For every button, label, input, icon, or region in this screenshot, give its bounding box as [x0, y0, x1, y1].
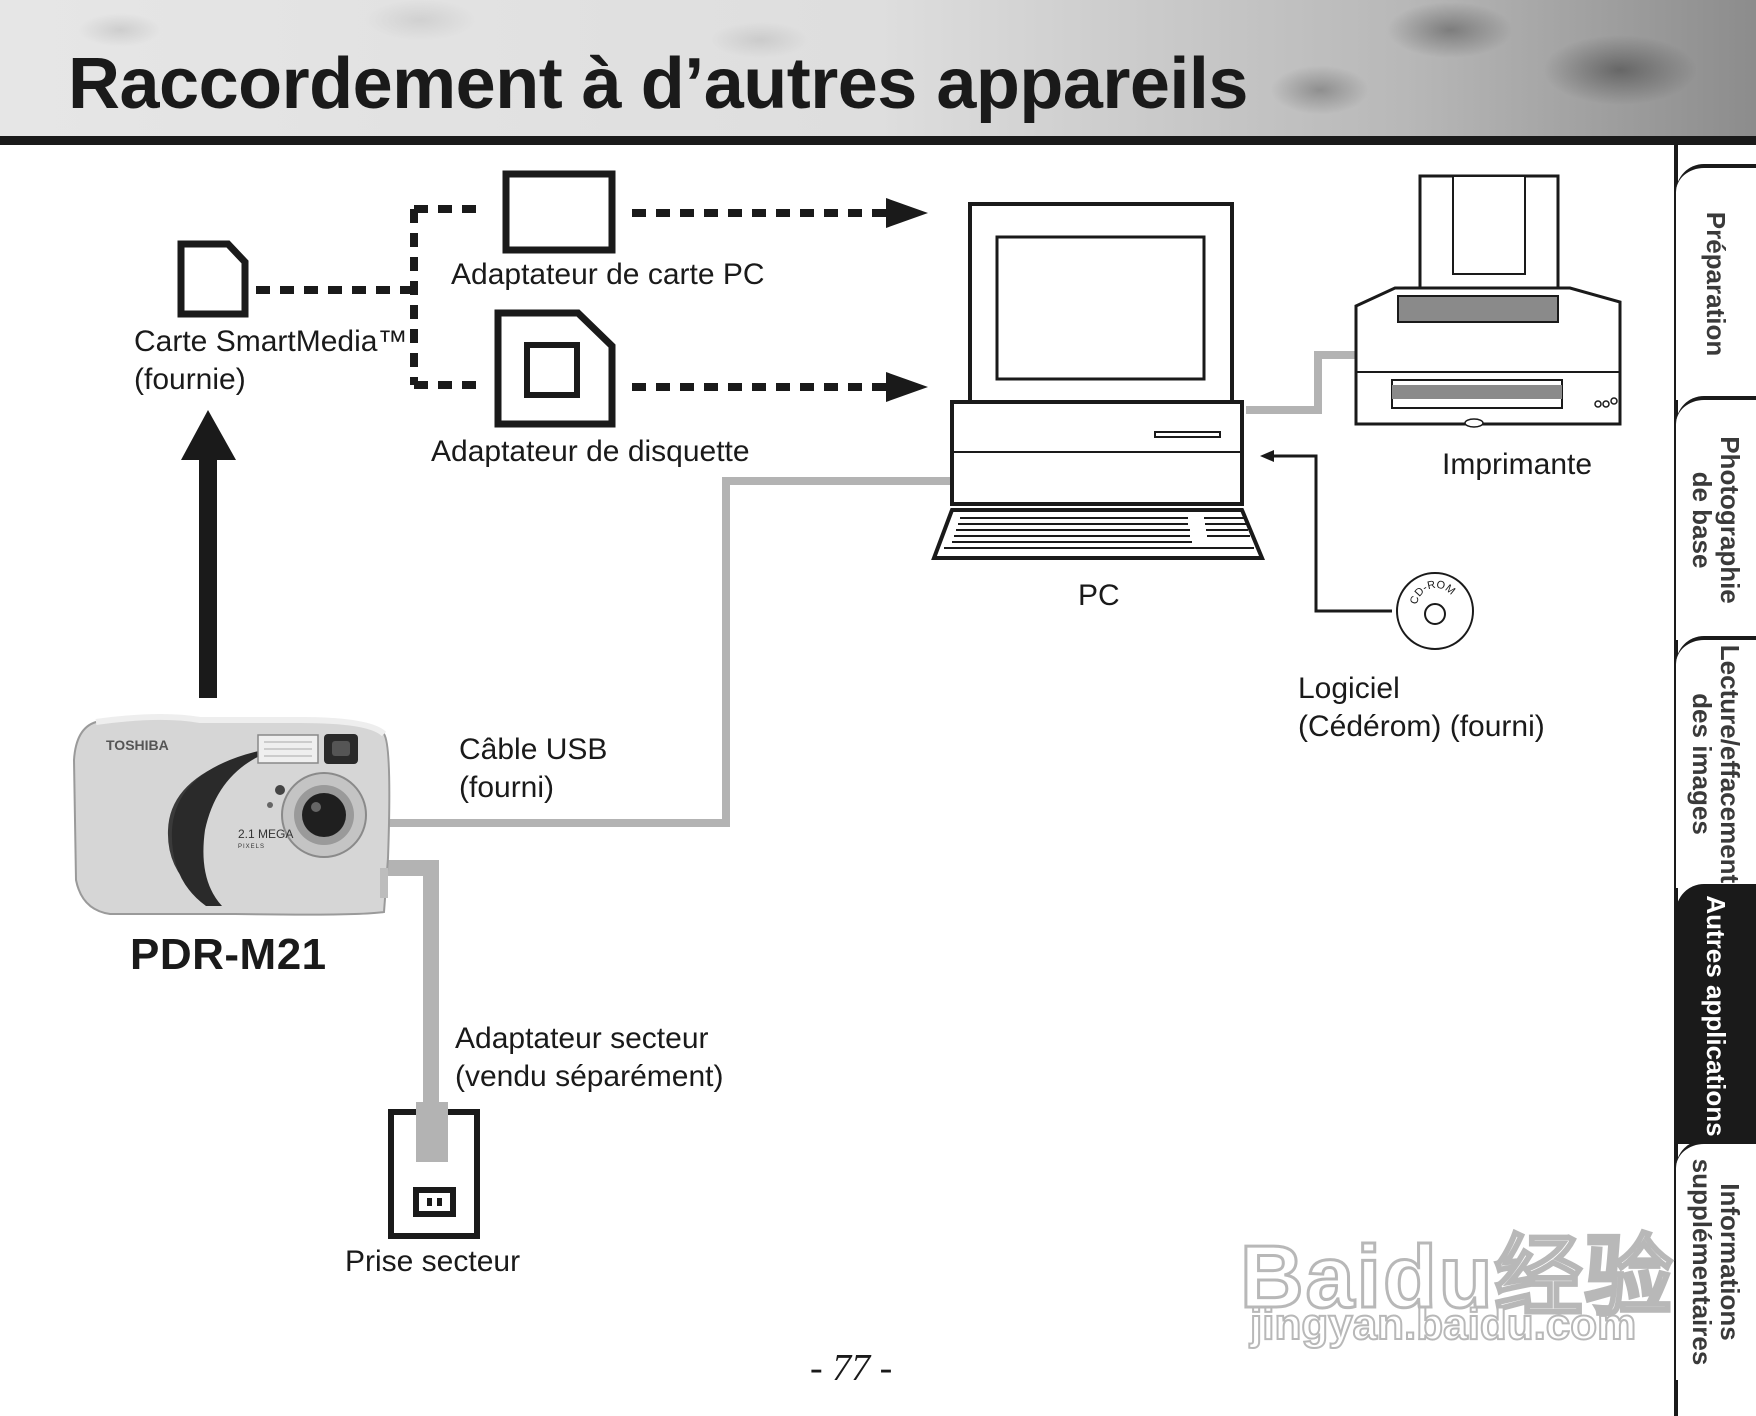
ac-adapter-label: Adaptateur secteur (vendu séparément)	[455, 1020, 723, 1096]
watermark-main: Baidu经验	[1238, 1226, 1675, 1328]
tab-lecture-line2: des images	[1687, 693, 1717, 835]
tab-informations-line2: supplémentaires	[1687, 1158, 1717, 1366]
page-title: Raccordement à d’autres appareils	[68, 44, 1248, 124]
tab-lecture-label: Lecture/effacement des images	[1687, 644, 1745, 884]
tab-informations-label: Informations supplémentaires	[1687, 1158, 1745, 1366]
software-label: Logiciel (Cédérom) (fourni)	[1298, 670, 1545, 746]
software-connector	[1260, 450, 1392, 613]
tab-lecture-line1: Lecture/effacement	[1715, 644, 1745, 884]
watermark-sub: jingyan.baidu.com	[1249, 1299, 1637, 1350]
camera-brand: TOSHIBA	[106, 737, 169, 753]
outlet-label: Prise secteur	[345, 1245, 521, 1278]
ac-adapter-label-line2: (vendu séparément)	[455, 1060, 724, 1093]
floppy-adapter-label: Adaptateur de disquette	[431, 435, 750, 468]
software-label-line2: (Cédérom) (fourni)	[1298, 710, 1545, 743]
software-label-line1: Logiciel	[1298, 672, 1400, 705]
tab-photographie-line2: de base	[1687, 471, 1717, 569]
pc-card-adapter-icon	[502, 170, 616, 254]
header-rule	[0, 136, 1756, 145]
tab-informations-line1: Informations	[1715, 1183, 1745, 1341]
tab-autres-applications[interactable]: Autres applications	[1676, 884, 1756, 1144]
camera-badge-main: 2.1 MEGA	[238, 827, 293, 841]
upward-arrow	[181, 410, 236, 698]
tab-preparation-line1: Préparation	[1701, 211, 1731, 357]
computer-icon	[931, 202, 1265, 560]
dotted-arrowheads	[886, 198, 928, 402]
adapter-connector-lines	[256, 205, 888, 391]
ac-adapter-label-line1: Adaptateur secteur	[455, 1022, 709, 1055]
page-number: - 77 -	[810, 1347, 893, 1389]
tab-autres-line1: Autres applications	[1701, 895, 1731, 1137]
tab-autres-label: Autres applications	[1701, 895, 1731, 1137]
tab-lecture-effacement[interactable]: Lecture/effacement des images	[1676, 636, 1756, 888]
printer-cable	[1246, 351, 1355, 414]
pc-label: PC	[1078, 579, 1120, 612]
smartmedia-label-line1: Carte SmartMedia™	[134, 325, 408, 358]
tab-photographie-line1: Photographie	[1715, 436, 1745, 604]
usb-cable	[388, 477, 950, 827]
smartmedia-card-icon	[177, 240, 249, 318]
camera-image: TOSHIBA 2.1 MEGA PIXELS	[72, 713, 391, 916]
tab-preparation-label: Préparation	[1701, 211, 1731, 357]
smartmedia-label-line2: (fournie)	[134, 363, 246, 396]
smartmedia-label: Carte SmartMedia™ (fournie)	[134, 323, 407, 399]
tab-photographie-label: Photographie de base	[1687, 436, 1745, 604]
tab-informations-supplementaires[interactable]: Informations supplémentaires	[1676, 1140, 1756, 1380]
floppy-adapter-icon	[494, 309, 616, 428]
camera-model-label: PDR-M21	[130, 930, 327, 979]
printer-icon	[1354, 174, 1622, 428]
pc-card-adapter-label: Adaptateur de carte PC	[451, 258, 765, 291]
printer-label: Imprimante	[1442, 448, 1593, 481]
tab-photographie-de-base[interactable]: Photographie de base	[1676, 396, 1756, 640]
cdrom-icon: CD-ROM	[1396, 572, 1474, 650]
header-texture-band	[0, 0, 1756, 136]
baidu-watermark: Baidu经验 jingyan.baidu.com	[1238, 1150, 1673, 1351]
ac-outlet-icon	[388, 1102, 480, 1239]
camera-badge-sub: PIXELS	[238, 844, 265, 850]
ac-cable	[384, 860, 439, 1104]
usb-cable-label: Câble USB (fourni)	[459, 731, 607, 807]
tab-preparation[interactable]: Préparation	[1676, 164, 1756, 400]
usb-cable-label-line2: (fourni)	[459, 771, 555, 804]
usb-cable-label-line1: Câble USB	[459, 733, 608, 766]
